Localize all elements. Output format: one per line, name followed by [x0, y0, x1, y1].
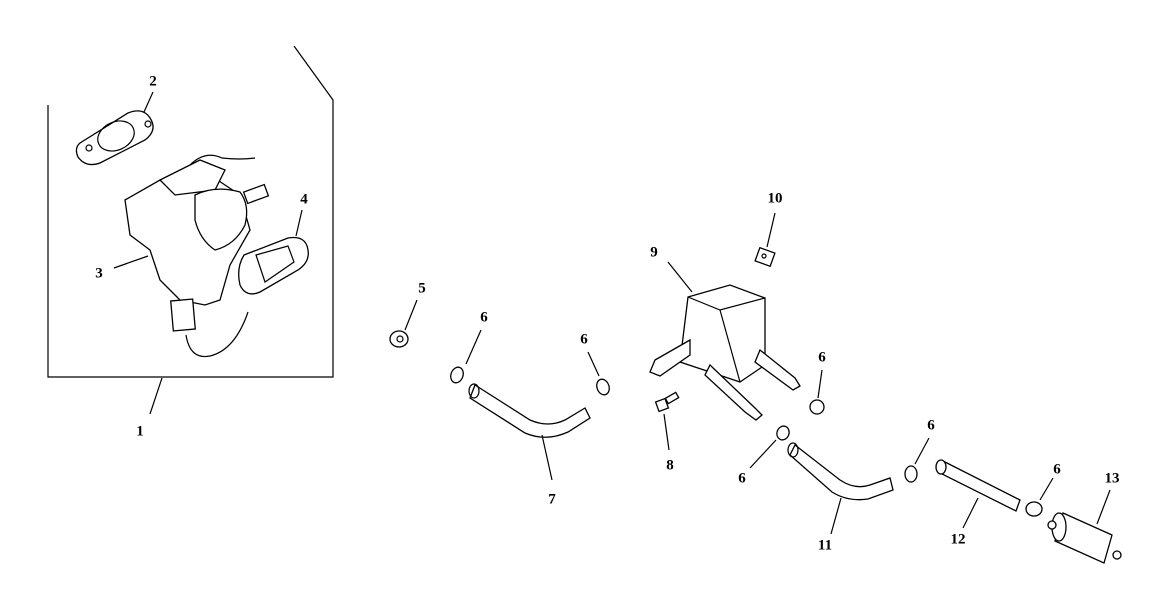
- callout-label-6a: 6: [480, 309, 488, 326]
- part-2-gasket: [75, 91, 154, 166]
- callout-label-13: 13: [1104, 470, 1120, 487]
- callout-label-6e: 6: [927, 417, 935, 434]
- part-10-clip: [754, 212, 776, 268]
- callout-label-3: 3: [95, 265, 103, 282]
- part-11-hose: [787, 442, 894, 535]
- callout-label-1: 1: [136, 423, 144, 440]
- callout-label-11: 11: [817, 537, 833, 554]
- callout-label-6f: 6: [1053, 461, 1061, 478]
- part-3-carburetor: [113, 154, 270, 358]
- callout-label-4: 4: [300, 191, 308, 208]
- part-4-gasket: [238, 209, 309, 295]
- callout-label-7: 7: [548, 491, 556, 508]
- callout-label-12: 12: [950, 531, 966, 548]
- part-12-hose: [935, 459, 1021, 529]
- assembly-1-bracket: [47, 45, 334, 415]
- callout-label-8: 8: [666, 457, 674, 474]
- callout-label-2: 2: [149, 73, 157, 90]
- callout-label-6c: 6: [818, 349, 826, 366]
- part-8-bolt: [654, 391, 680, 451]
- callout-label-10: 10: [767, 190, 783, 207]
- part-13-fuel-filter: [1047, 489, 1122, 564]
- part-6-clamps: [450, 329, 1054, 517]
- part-5-nut: [389, 299, 418, 348]
- callout-label-5: 5: [418, 280, 426, 297]
- part-7-hose: [468, 383, 591, 481]
- part-9-fuel-pump: [649, 261, 801, 421]
- callout-label-9: 9: [650, 244, 658, 261]
- callout-label-6d: 6: [738, 470, 746, 487]
- callout-label-6b: 6: [580, 331, 588, 348]
